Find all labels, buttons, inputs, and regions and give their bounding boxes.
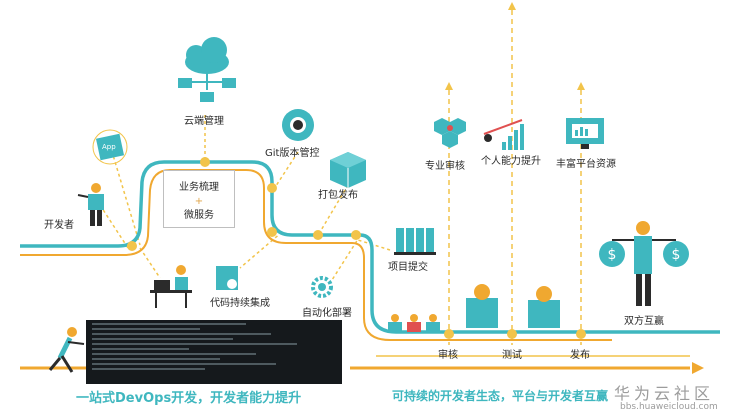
box-line1: 业务梳理 (179, 182, 219, 193)
team-figures-icon (388, 284, 560, 332)
box-line2: 微服务 (184, 210, 214, 221)
label-ci: 代码持续集成 (210, 298, 270, 309)
label-deploy: 自动化部署 (302, 308, 352, 319)
git-icon (282, 109, 314, 141)
label-expert-review: 专业审核 (425, 161, 465, 172)
app-card-label: App (102, 143, 116, 151)
label-review: 审核 (438, 350, 458, 361)
business-microservice-box: 业务梳理 + 微服务 (163, 170, 235, 228)
label-release: 发布 (570, 350, 590, 361)
path-nodes (127, 157, 586, 339)
label-resources: 丰富平台资源 (556, 159, 616, 170)
svg-text:$: $ (608, 247, 617, 263)
label-cloud: 云端管理 (184, 116, 224, 127)
growth-chart-icon (483, 119, 524, 150)
runner-figure-icon (48, 327, 85, 373)
package-icon (330, 152, 366, 188)
workflow-path (20, 160, 720, 334)
watermark-url: bbs.huaweicloud.com (620, 402, 718, 412)
gear-icon (311, 276, 333, 298)
label-git: Git版本管控 (265, 148, 320, 159)
label-skill-up: 个人能力提升 (481, 156, 541, 167)
label-win-win: 双方互赢 (624, 316, 664, 327)
label-test: 测试 (502, 350, 522, 361)
watermark-brand: 华为云社区 (614, 384, 715, 403)
footer-left-text: 一站式DevOps开发，开发者能力提升 (76, 391, 302, 406)
label-developer: 开发者 (44, 220, 74, 231)
ci-icon (216, 266, 238, 290)
cloud-icon (178, 37, 236, 102)
binders-icon (394, 228, 436, 255)
footer-right-text: 可持续的开发者生态，平台与开发者互赢 (392, 389, 609, 403)
workflow-path-secondary (20, 169, 612, 341)
svg-text:$: $ (672, 247, 681, 263)
monitor-icon (566, 118, 604, 149)
code-editor-screenshot (86, 320, 342, 384)
label-submit: 项目提交 (388, 262, 428, 273)
app-card-icon (92, 129, 128, 165)
expert-review-icon (434, 118, 466, 148)
label-package: 打包发布 (318, 190, 358, 201)
box-plus: + (194, 196, 204, 207)
developer-at-desk-icon (150, 265, 192, 308)
developer-figure-icon (77, 183, 104, 226)
win-win-figure-icon: $ $ (599, 221, 689, 306)
